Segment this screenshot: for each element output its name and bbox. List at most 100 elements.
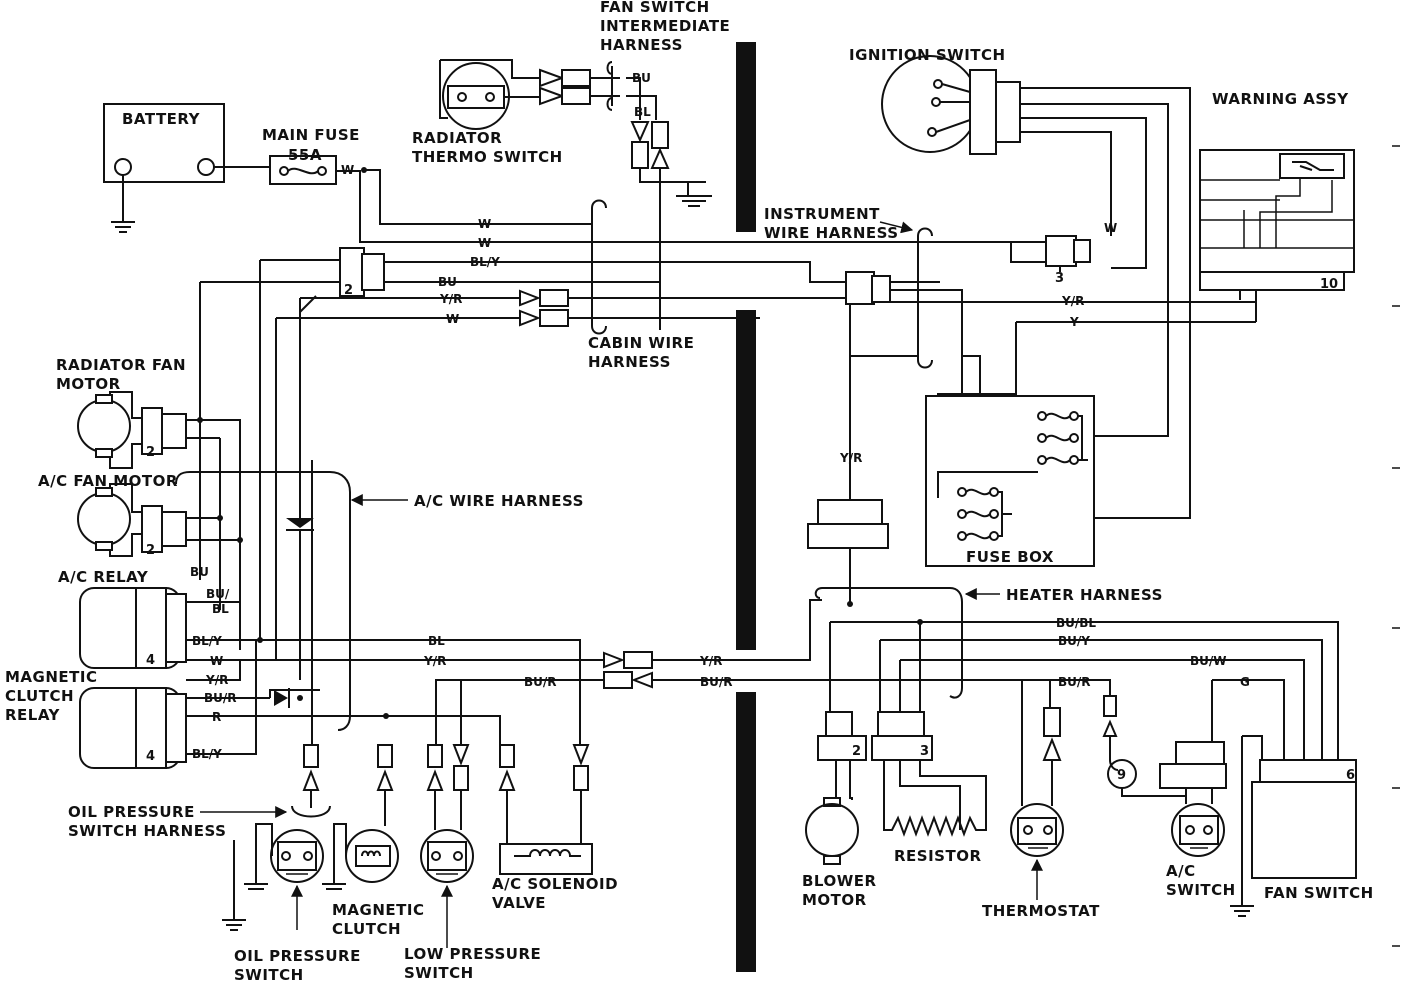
thermostat-label: THERMOSTAT (982, 902, 1100, 920)
wire-w-cabin-2: W (478, 236, 491, 250)
ac-fan-motor-label: A/C FAN MOTOR (38, 472, 178, 490)
thermostat (1010, 680, 1064, 900)
cabin-harness-label-2: HARNESS (588, 353, 671, 371)
wire-y-r-relay: Y/R (205, 673, 228, 687)
radiator-fan-motor-label-1: RADIATOR FAN (56, 356, 186, 374)
oil-pressure-harness-label-2: SWITCH HARNESS (68, 822, 226, 840)
wire-y-r-bulkhead: Y/R (699, 654, 722, 668)
wire-bu-w-heater: BU/W (1190, 654, 1227, 668)
blower-motor-label-1: BLOWER (802, 872, 877, 890)
left-bundle-wires (197, 260, 314, 745)
fan-switch-intermediate-harness (606, 61, 712, 330)
fuse-box (925, 395, 1095, 567)
ac-fan-motor (77, 483, 240, 557)
thermo-switch-label-2: THERMO SWITCH (412, 148, 563, 166)
battery-label: BATTERY (122, 110, 201, 128)
fuse-box-label: FUSE BOX (966, 548, 1054, 566)
fan-switch-label: FAN SWITCH (1264, 884, 1374, 902)
cabin-connector-2 (200, 247, 385, 313)
wire-r-relay: R (212, 710, 221, 724)
wire-bu-bl-heater: BU/BL (1056, 616, 1096, 630)
resistor-label: RESISTOR (894, 847, 982, 865)
mag-clutch-relay-pins: 4 (146, 749, 155, 764)
ac-wire-harness (175, 471, 408, 731)
ac-relay-pins: 4 (146, 653, 155, 668)
fan-switch (1230, 735, 1357, 917)
ac-relay (79, 587, 276, 669)
wire-y-r-right: Y/R (1061, 294, 1084, 308)
wire-bu-fan-harness: BU (632, 71, 651, 85)
radiator-fan-pins: 2 (146, 445, 155, 460)
low-pressure-switch-label-2: SWITCH (404, 964, 474, 982)
wire-w-ignition: W (1104, 221, 1117, 235)
instrument-wire-harness (879, 221, 1091, 369)
instrument-harness-label-1: INSTRUMENT (764, 205, 880, 223)
warning-assy-pin-count: 10 (1320, 277, 1338, 292)
wire-y-r-cabin: Y/R (439, 292, 462, 306)
blower-pins: 2 (852, 744, 861, 759)
wire-bu-slash: BU/ (206, 587, 230, 601)
ac-switch-label-2: SWITCH (1166, 881, 1236, 899)
inline-diode-nine (1102, 695, 1186, 797)
heater-harness-label: HEATER HARNESS (1006, 586, 1163, 604)
heater-harness-wires (829, 619, 1339, 760)
warning-assy (1199, 149, 1355, 322)
wire-bl-y-relay-2: BL/Y (192, 747, 222, 761)
wire-bl-y-relay: BL/Y (192, 634, 222, 648)
wire-bu-cabin: BU (438, 275, 457, 289)
ac-solenoid-label-2: VALVE (492, 894, 546, 912)
wire-y-right: Y (1069, 315, 1079, 329)
main-fuse (269, 155, 367, 185)
ac-switch (1159, 741, 1227, 857)
radiator-fan-motor (77, 391, 241, 650)
ac-solenoid-valve (498, 744, 593, 875)
heater-harness (814, 587, 1000, 699)
blower-feed-connector (807, 356, 889, 607)
wire-bu-r-relay: BU/R (204, 691, 237, 705)
resistor-pins: 3 (920, 744, 929, 759)
wire-bu-r-mid: BU/R (524, 675, 557, 689)
mag-clutch-relay-label-1: MAGNETIC (5, 668, 97, 686)
wire-bl-y-cabin: BL/Y (470, 255, 500, 269)
wire-w-cabin-1: W (478, 217, 491, 231)
oil-pressure-switch-label-2: SWITCH (234, 966, 304, 982)
warning-assy-label: WARNING ASSY (1212, 90, 1349, 108)
instrument-harness-label-2: WIRE HARNESS (764, 224, 899, 242)
mag-clutch-relay-label-2: CLUTCH (5, 687, 74, 705)
fan-sw-harness-label-2: INTERMEDIATE (600, 17, 730, 35)
wire-g-heater: G (1240, 675, 1250, 689)
wire-bu-y-heater: BU/Y (1058, 634, 1090, 648)
wire-w-cabin-3: W (446, 312, 459, 326)
cabin-connector-pins: 2 (344, 283, 353, 298)
low-pressure-switch (420, 680, 474, 948)
oil-pressure-switch (200, 744, 331, 931)
ac-fan-pins: 2 (146, 543, 155, 558)
low-pressure-switch-label-1: LOW PRESSURE (404, 945, 541, 963)
oil-pressure-switch-label-1: OIL PRESSURE (234, 947, 361, 965)
resistor (871, 711, 987, 837)
ac-switch-label-1: A/C (1166, 862, 1196, 880)
fan-switch-pins: 6 (1346, 768, 1355, 783)
cabin-wire-harness (276, 169, 1256, 499)
wire-bl-relay: BL (212, 602, 229, 616)
magnetic-clutch (322, 744, 399, 890)
magnetic-clutch-relay (79, 640, 501, 769)
cabin-harness-label-1: CABIN WIRE (588, 334, 694, 352)
main-fuse-label: MAIN FUSE (262, 126, 360, 144)
radiator-fan-motor-label-2: MOTOR (56, 375, 121, 393)
bulkhead-divider (736, 42, 756, 972)
margin-ticks (1392, 145, 1400, 947)
wire-w-relay: W (210, 654, 223, 668)
ac-solenoid-label-1: A/C SOLENOID (492, 875, 618, 893)
magnetic-clutch-label-1: MAGNETIC (332, 901, 424, 919)
wire-bu-r-bulkhead: BU/R (700, 675, 733, 689)
warning-to-fusebox-wires (1082, 290, 1257, 461)
instrument-connector-pins: 3 (1055, 271, 1064, 286)
magnetic-clutch-label-2: CLUTCH (332, 920, 401, 938)
battery (103, 103, 272, 233)
ac-relay-label: A/C RELAY (58, 568, 149, 586)
fan-sw-harness-label-1: FAN SWITCH (600, 0, 710, 16)
blower-motor (805, 711, 867, 865)
mag-clutch-relay-label-3: RELAY (5, 706, 61, 724)
ignition-switch-label: IGNITION SWITCH (849, 46, 1006, 64)
